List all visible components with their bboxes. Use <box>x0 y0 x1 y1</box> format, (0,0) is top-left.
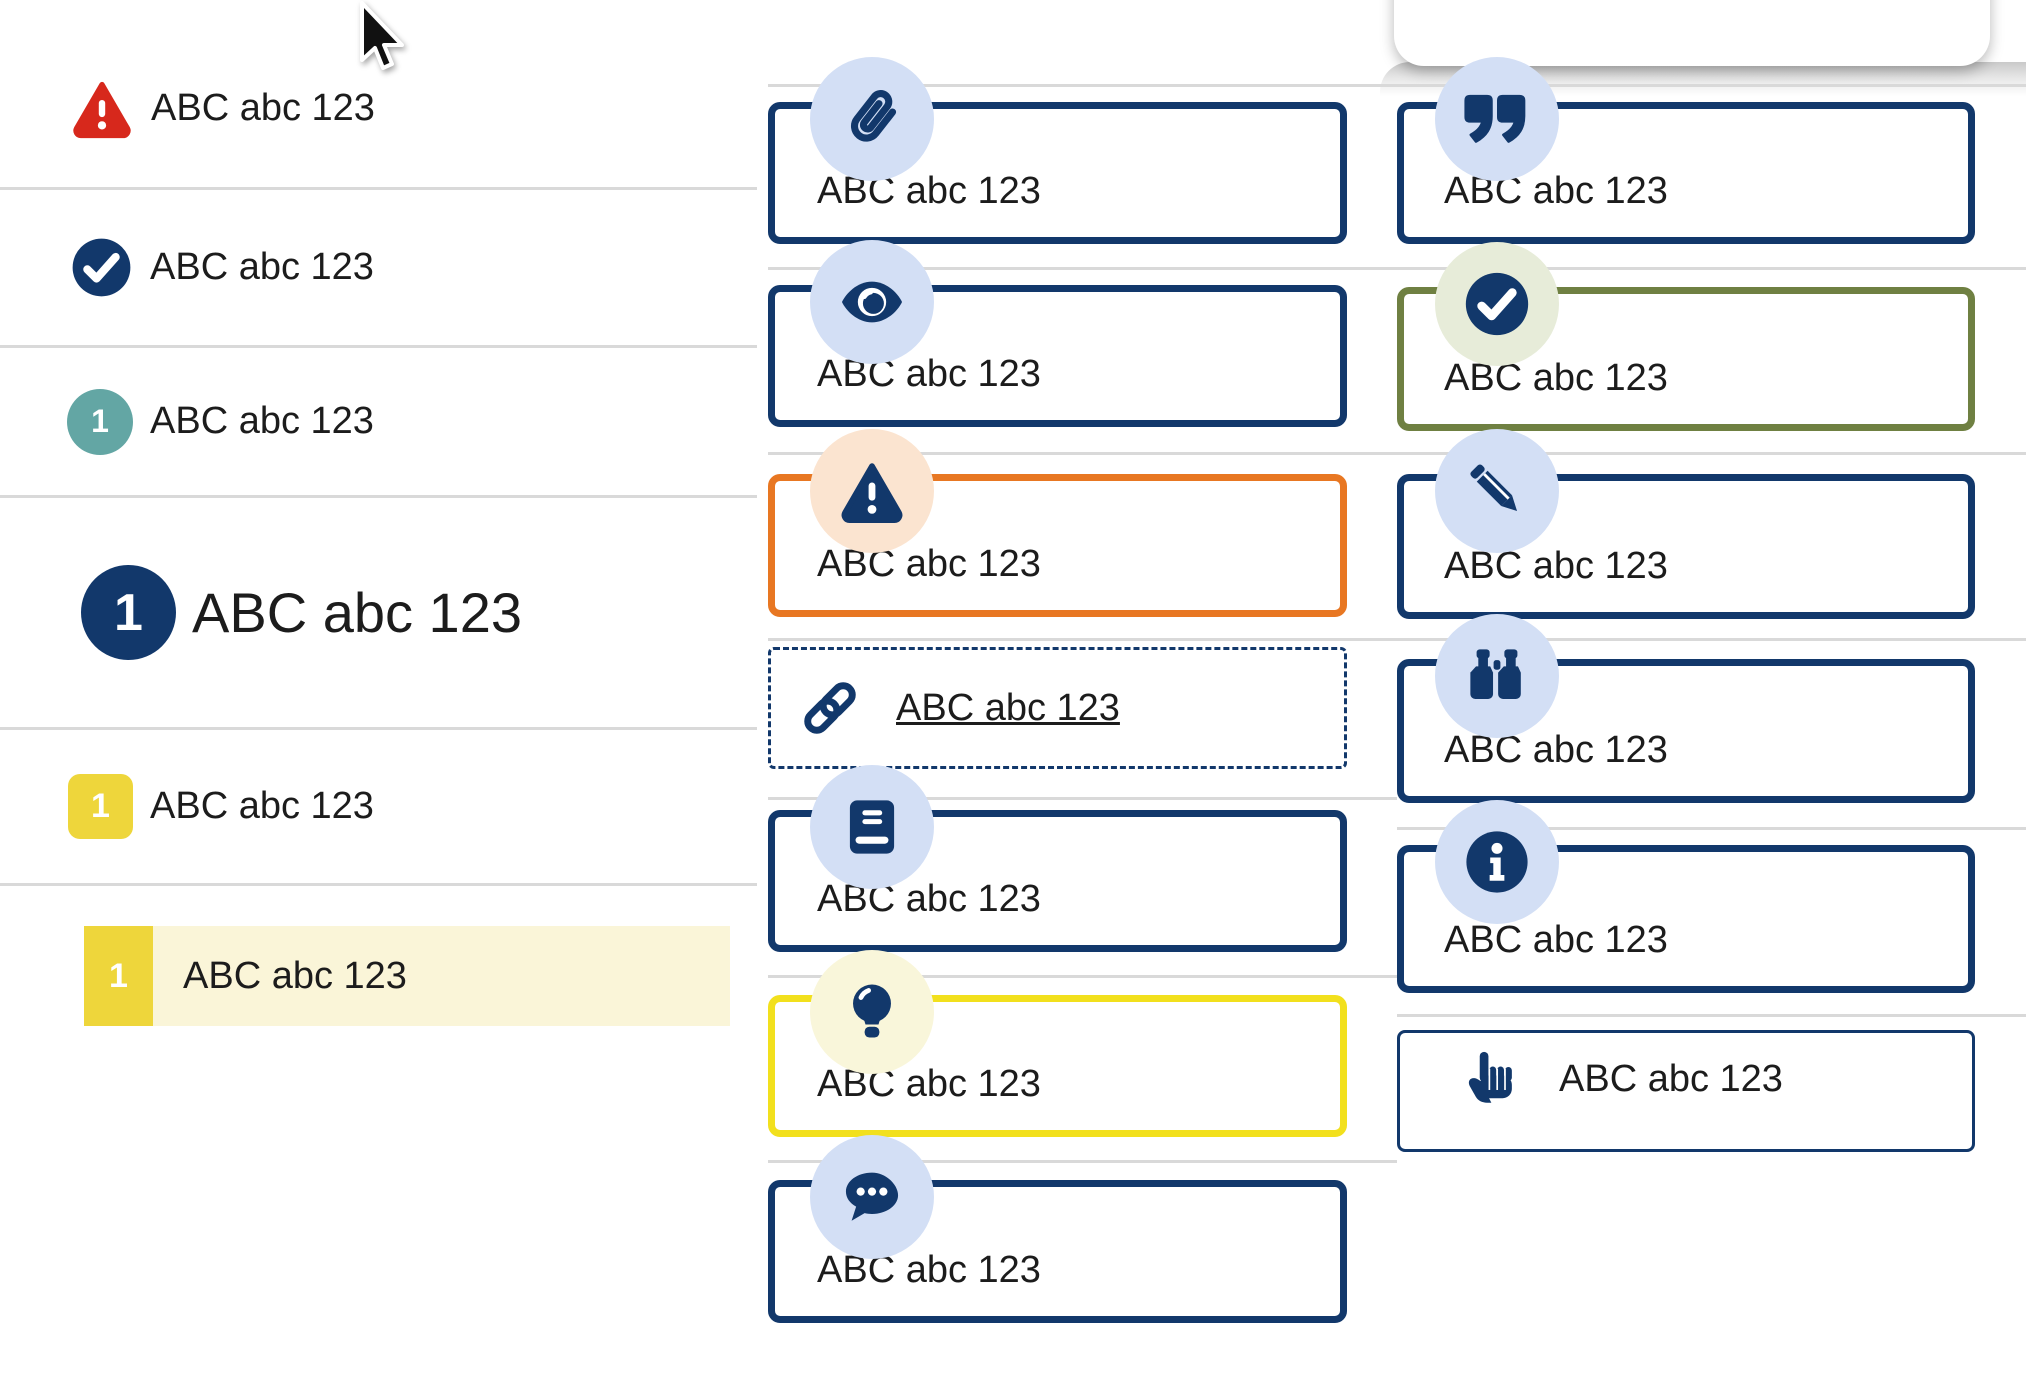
callout-box[interactable]: ABC abc 123 <box>768 950 1347 1137</box>
callout-box[interactable]: ABC abc 123 <box>1397 242 1975 431</box>
callout-box[interactable]: ABC abc 123 <box>1397 57 1975 244</box>
callout-label: ABC abc 123 <box>1559 1057 1783 1100</box>
callout-icon-circle <box>810 240 934 364</box>
list-item-label: ABC abc 123 <box>150 785 374 827</box>
callout-box[interactable]: ABC abc 123 <box>768 1135 1347 1323</box>
callout-icon-circle <box>810 1135 934 1259</box>
callout-icon-circle <box>1435 614 1559 738</box>
callout-icon-circle <box>810 429 934 553</box>
callout-row: ABC abc 123 <box>1397 800 2026 1014</box>
callout-icon <box>838 978 906 1046</box>
callout-icon-circle <box>810 57 934 181</box>
callout-row: ABC abc 123 <box>768 765 1397 975</box>
callout-label: ABC abc 123 <box>1444 357 1668 399</box>
item-icon <box>70 72 134 144</box>
list-item[interactable]: ABC abc 123 <box>0 0 757 187</box>
callout-icon-circle <box>1435 242 1559 366</box>
number-badge: 1 <box>84 926 153 1026</box>
callout-icon <box>838 457 906 525</box>
callout-row: ABC abc 123 <box>1397 1014 2026 1389</box>
callout-icon-circle <box>1435 800 1559 924</box>
callout-label: ABC abc 123 <box>1444 729 1668 771</box>
callout-box[interactable]: ABC abc 123 <box>1397 614 1975 803</box>
callout-box[interactable]: ABC abc 123 <box>768 240 1347 427</box>
callout-icon <box>838 1163 906 1231</box>
callout-box[interactable]: ABC abc 123 <box>1397 800 1975 993</box>
callout-row: ABC abc 123 <box>768 638 1397 797</box>
callout-icon <box>1463 270 1531 338</box>
scroll-pill[interactable] <box>1394 0 1990 66</box>
callout-icon <box>798 676 862 740</box>
list-item[interactable]: 1 ABC abc 123 <box>0 727 757 883</box>
callout-box[interactable]: ABC abc 123 <box>1397 429 1975 619</box>
list-item-label: ABC abc 123 <box>192 581 522 644</box>
callout-box[interactable]: ABC abc 123 <box>768 765 1347 952</box>
middle-callout-list: ABC abc 123 ABC abc 123 ABC abc 123 ABC … <box>768 0 1397 1389</box>
number-badge: 1 <box>81 565 176 660</box>
callout-icon <box>1463 828 1531 896</box>
callout-icon <box>1463 642 1531 710</box>
callout-icon <box>838 793 906 861</box>
item-icon <box>70 236 133 299</box>
callout-icon-circle <box>810 765 934 889</box>
callout-icon-circle <box>810 950 934 1074</box>
number-badge: 1 <box>67 388 133 455</box>
callout-row: ABC abc 123 <box>1397 614 2026 827</box>
callout-link[interactable]: ABC abc 123 <box>896 686 1120 729</box>
callout-row: ABC abc 123 <box>1397 242 2026 452</box>
callout-row: ABC abc 123 <box>1397 429 2026 638</box>
callout-icon-circle <box>1435 429 1559 553</box>
callout-row: ABC abc 123 <box>768 57 1397 267</box>
list-item-label: ABC abc 123 <box>150 246 374 288</box>
right-callout-list: ABC abc 123 ABC abc 123 ABC abc 123 ABC … <box>1397 0 2026 1389</box>
callout-box[interactable]: ABC abc 123 <box>1397 1030 1975 1152</box>
list-item-label: ABC abc 123 <box>150 400 374 442</box>
callout-row: ABC abc 123 <box>768 1135 1397 1389</box>
callout-box[interactable]: ABC abc 123 <box>768 429 1347 617</box>
callout-icon <box>838 268 906 336</box>
callout-row: ABC abc 123 <box>768 240 1397 452</box>
list-item-highlighted[interactable]: 1 ABC abc 123 <box>0 883 757 1392</box>
callout-row: ABC abc 123 <box>768 429 1397 638</box>
callout-row: ABC abc 123 <box>1397 57 2026 267</box>
list-item-label: ABC abc 123 <box>183 954 407 997</box>
list-item-label: ABC abc 123 <box>151 86 375 129</box>
callout-label: ABC abc 123 <box>1444 545 1668 587</box>
callout-icon <box>838 85 906 153</box>
callout-row: ABC abc 123 <box>768 950 1397 1160</box>
callout-label: ABC abc 123 <box>1444 919 1668 961</box>
number-badge: 1 <box>68 774 133 839</box>
callout-icon <box>1463 85 1531 153</box>
list-item[interactable]: 1 ABC abc 123 <box>0 345 757 495</box>
highlight-block[interactable]: 1 ABC abc 123 <box>84 926 730 1026</box>
callout-box[interactable]: ABC abc 123 <box>768 57 1347 244</box>
mouse-cursor <box>358 0 408 85</box>
callout-icon-circle <box>1435 57 1559 181</box>
left-list: ABC abc 123 ABC abc 123 1 ABC abc 123 1 … <box>0 0 757 1392</box>
callout-icon <box>1461 1048 1519 1111</box>
list-item[interactable]: 1 ABC abc 123 <box>0 495 757 727</box>
callout-icon <box>1463 457 1531 525</box>
list-item[interactable]: ABC abc 123 <box>0 187 757 345</box>
callout-box[interactable]: ABC abc 123 <box>768 647 1347 769</box>
